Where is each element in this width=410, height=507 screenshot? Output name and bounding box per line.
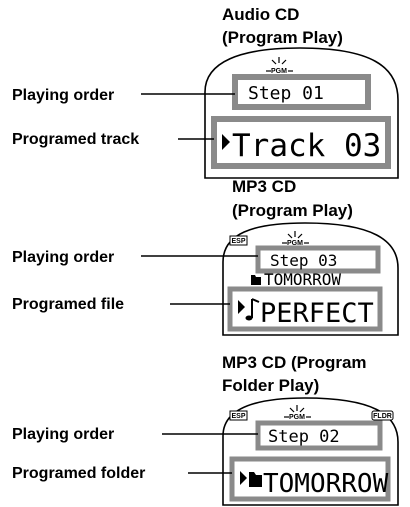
esp-indicator: ESP — [229, 235, 248, 246]
folder-name-display: TOMORROW — [263, 469, 389, 499]
programed-folder-label: Programed folder — [12, 465, 145, 482]
folder-icon — [251, 275, 261, 285]
play-indicator-icon — [240, 471, 247, 485]
step-highlight-box — [255, 420, 383, 451]
play-indicator-icon — [222, 134, 230, 150]
folder-icon — [249, 472, 262, 487]
fldr-label: FLDR — [373, 413, 392, 420]
section-title-line-1: MP3 CD — [232, 177, 296, 196]
pgm-indicator: PGM — [282, 231, 309, 247]
esp-label: ESP — [231, 238, 245, 245]
track-display: Track 03 — [232, 128, 381, 164]
pgm-indicator: PGM — [284, 405, 311, 421]
step-highlight-box — [232, 74, 371, 110]
pgm-label: PGM — [271, 68, 287, 75]
pgm-indicator: PGM — [266, 57, 293, 75]
section-title-line-2: (Program Play) — [232, 201, 353, 220]
folder-name-display: TOMORROW — [264, 270, 341, 289]
section-title-line-1: Audio CD — [222, 5, 299, 24]
display-outline — [204, 47, 399, 179]
playing-order-label: Playing order — [12, 426, 114, 443]
section-title-line-2: Folder Play) — [222, 376, 319, 395]
pgm-label: PGM — [287, 240, 303, 247]
step-display: Step 03 — [270, 251, 337, 270]
programed-track-label: Programed track — [12, 131, 139, 148]
esp-label: ESP — [231, 413, 245, 420]
section-mp3-cd: MP3 CD (Program Play) ESP PGM Step 03 TO… — [12, 177, 399, 336]
playing-order-label: Playing order — [12, 249, 114, 266]
music-note-icon — [245, 298, 260, 321]
fldr-indicator: FLDR — [371, 410, 394, 421]
section-title-line-2: (Program Play) — [222, 28, 343, 47]
section-title-line-1: MP3 CD (Program — [222, 353, 367, 372]
file-name-display: PERFECT — [260, 298, 374, 329]
section-audio-cd: Audio CD (Program Play) PGM Step 01 Trac… — [12, 5, 399, 179]
step-display: Step 01 — [248, 83, 324, 104]
step-highlight-box — [255, 245, 381, 274]
section-mp3-cd-folder: MP3 CD (Program Folder Play) ESP PGM FLD… — [12, 353, 399, 506]
step-display: Step 02 — [268, 427, 340, 447]
playing-order-label: Playing order — [12, 87, 114, 104]
esp-indicator: ESP — [229, 410, 248, 421]
track-highlight-box — [211, 116, 391, 169]
pgm-label: PGM — [289, 414, 305, 421]
folder-highlight-box — [229, 456, 391, 502]
play-indicator-icon — [238, 300, 245, 314]
programed-file-label: Programed file — [12, 296, 124, 313]
file-highlight-box — [227, 286, 383, 332]
